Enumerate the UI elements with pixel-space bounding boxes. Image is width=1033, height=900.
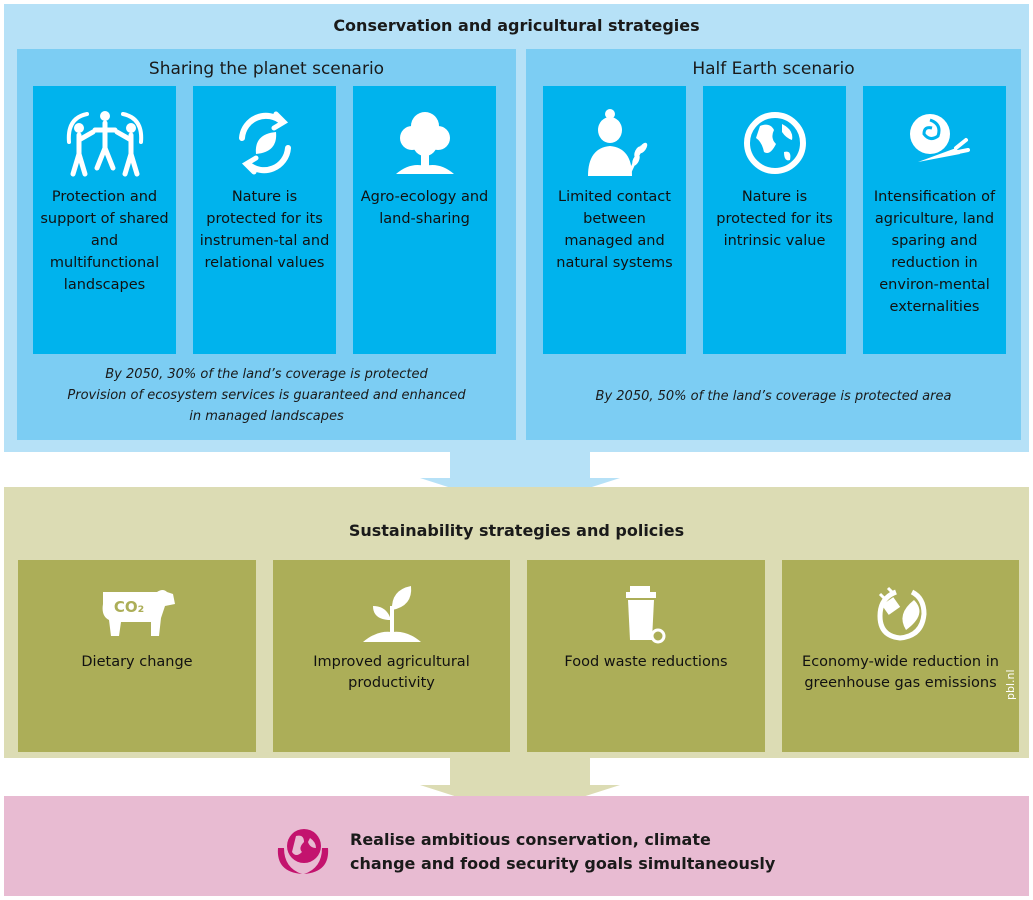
card-instrumental-values: Nature is protected for its instrumen-ta… xyxy=(193,86,336,354)
conservation-band-title: Conservation and agricultural strategies xyxy=(333,16,700,35)
half-earth-note: By 2050, 50% of the land’s coverage is p… xyxy=(526,386,1021,407)
card-text: Intensification of agriculture, land spa… xyxy=(873,189,996,315)
people-circle-icon xyxy=(33,108,176,178)
sustainability-band: Sustainability strategies and policies C… xyxy=(4,487,1029,758)
card-agro-ecology: Agro-ecology and land-sharing xyxy=(353,86,496,354)
card-text: Dietary change xyxy=(81,654,193,670)
co2-label: CO₂ xyxy=(114,598,144,616)
sharing-planet-panel: Sharing the planet scenario Protection a… xyxy=(17,49,516,440)
note-line: By 2050, 50% of the land’s coverage is p… xyxy=(595,389,952,404)
card-text: Protection and support of shared and mul… xyxy=(40,189,169,293)
goal-statement: Realise ambitious conservation, climate … xyxy=(350,828,775,876)
sustainability-band-title: Sustainability strategies and policies xyxy=(348,521,685,540)
card-text: Food waste reductions xyxy=(564,654,728,670)
cow-co2-icon: CO₂ xyxy=(18,584,256,644)
earth-hands-icon xyxy=(272,818,332,878)
card-intensification: Intensification of agriculture, land spa… xyxy=(863,86,1006,354)
sharing-planet-note: By 2050, 30% of the land’s coverage is p… xyxy=(17,364,516,427)
conservation-band: Conservation and agricultural strategies… xyxy=(4,4,1029,452)
card-text: Limited contact between managed and natu… xyxy=(556,189,673,271)
card-ghg-reduction: Economy-wide reduction in greenhouse gas… xyxy=(782,560,1019,752)
globe-icon xyxy=(703,108,846,178)
card-text: Improved agricultural productivity xyxy=(313,654,470,691)
half-earth-panel: Half Earth scenario Limited contact betw… xyxy=(526,49,1021,440)
note-line: in managed landscapes xyxy=(189,409,344,424)
card-text: Nature is protected for its intrinsic va… xyxy=(716,189,833,249)
half-earth-title: Half Earth scenario xyxy=(692,59,855,79)
sharing-planet-title: Sharing the planet scenario xyxy=(148,59,385,79)
card-food-waste: Food waste reductions xyxy=(527,560,765,752)
farmer-wheat-icon xyxy=(543,108,686,178)
card-agri-productivity: Improved agricultural productivity xyxy=(273,560,510,752)
sprout-icon xyxy=(273,584,510,644)
card-text: Nature is protected for its instrumen-ta… xyxy=(199,189,330,271)
rose-carrot-icon xyxy=(863,108,1006,178)
credit-label: pbl.nl xyxy=(1004,669,1017,700)
card-text: Agro-ecology and land-sharing xyxy=(360,189,489,227)
card-dietary-change: CO₂ Dietary change xyxy=(18,560,256,752)
waste-bin-icon xyxy=(527,584,765,644)
card-intrinsic-value: Nature is protected for its intrinsic va… xyxy=(703,86,846,354)
goals-band: Realise ambitious conservation, climate … xyxy=(4,796,1029,896)
goal-line: change and food security goals simultane… xyxy=(350,854,776,873)
card-shared-landscapes: Protection and support of shared and mul… xyxy=(33,86,176,354)
tree-icon xyxy=(353,108,496,178)
plug-leaf-icon xyxy=(782,584,1019,644)
goal-line: Realise ambitious conservation, climate xyxy=(350,830,711,849)
recycle-leaf-icon xyxy=(193,108,336,178)
note-line: Provision of ecosystem services is guara… xyxy=(67,388,466,403)
card-text: Economy-wide reduction in greenhouse gas… xyxy=(802,654,999,691)
card-limited-contact: Limited contact between managed and natu… xyxy=(543,86,686,354)
note-line: By 2050, 30% of the land’s coverage is p… xyxy=(105,367,428,382)
